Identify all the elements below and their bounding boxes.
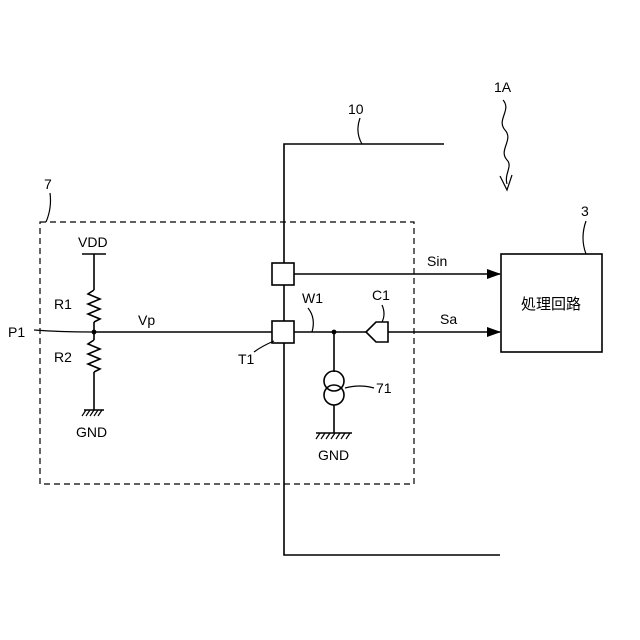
t1-label: T1 [238,351,255,367]
circuit-block-7-boundary [40,222,414,484]
resistor-r2 [88,340,100,372]
block-ref-leader [583,221,586,254]
terminal-sin [272,263,294,285]
resistor-r1 [88,290,100,322]
processing-circuit-text: 処理回路 [521,295,581,313]
figure-ref-arrowhead [500,175,512,190]
gnd-left-label: GND [76,424,107,440]
figure-ref-label: 1A [494,79,512,95]
line-ref-label: 10 [348,101,364,117]
source-ref-label: 71 [376,380,392,396]
vp-label: Vp [138,312,155,328]
circuit-ref-label: 7 [44,176,52,192]
r1-label: R1 [54,296,72,312]
p1-label: P1 [8,324,25,340]
buffer-c1 [366,322,388,342]
w1-label: W1 [302,290,323,306]
gnd-right-label: GND [318,447,349,463]
current-source-lower-ring [324,385,344,405]
c1-leader [382,305,384,322]
sa-label: Sa [440,311,457,327]
gnd-left-hatch [82,410,102,416]
terminal-t1 [272,321,294,343]
line-10 [284,144,500,555]
source-ref-leader [345,386,374,388]
r2-label: R2 [54,349,72,365]
figure-ref-arrow [502,100,509,184]
gnd-right-hatch [316,433,350,439]
t1-leader [254,341,274,352]
c1-label: C1 [372,287,390,303]
vdd-label: VDD [78,234,108,250]
circuit-ref-leader [46,193,51,222]
block-ref-label: 3 [581,203,589,219]
line-ref-leader [358,118,362,144]
p1-leader [34,330,92,332]
sin-label: Sin [427,253,447,269]
w1-leader [308,308,313,332]
